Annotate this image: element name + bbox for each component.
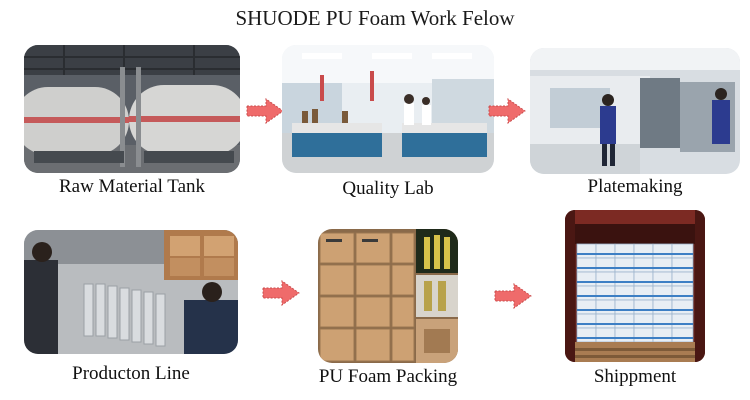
production-line-photo xyxy=(24,230,238,354)
quality-lab-photo xyxy=(282,45,494,173)
pu-foam-packing-photo xyxy=(318,229,458,363)
platemaking-label: Platemaking xyxy=(587,176,683,197)
shipment-container-photo xyxy=(565,210,705,362)
pu-foam-packing-label: PU Foam Packing xyxy=(318,366,458,387)
production-line-label: Producton Line xyxy=(72,363,190,384)
raw-material-tank-label: Raw Material Tank xyxy=(58,176,206,197)
shipment-label: Shippment xyxy=(593,366,677,387)
arrow-right-icon xyxy=(246,98,284,124)
raw-material-tank-photo xyxy=(24,45,240,173)
quality-lab-label: Quality Lab xyxy=(342,178,434,199)
arrow-right-icon xyxy=(262,280,300,306)
arrow-right-icon xyxy=(494,283,532,309)
arrow-right-icon xyxy=(488,98,526,124)
platemaking-photo xyxy=(530,48,740,174)
page-title: SHUODE PU Foam Work Felow xyxy=(235,6,515,30)
